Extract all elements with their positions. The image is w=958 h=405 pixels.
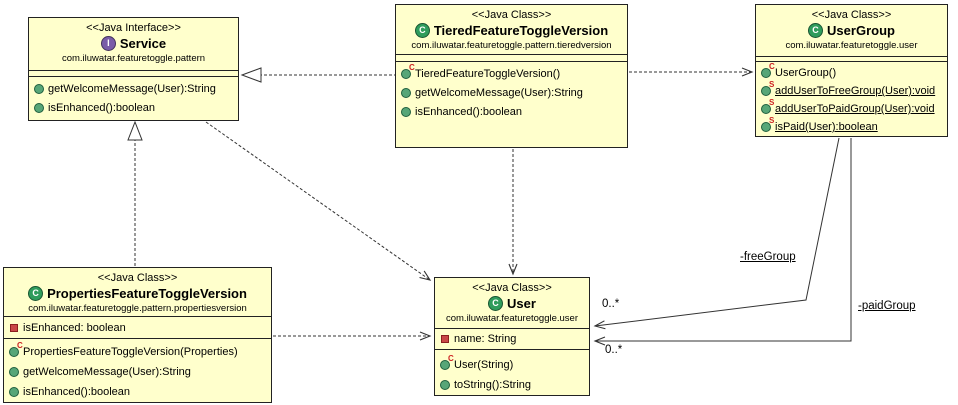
method-label: getWelcomeMessage(User):String <box>48 82 216 95</box>
method-label: addUserToPaidGroup(User):void <box>775 103 935 115</box>
constructor-row: C PropertiesFeatureToggleVersion(Propert… <box>4 341 271 362</box>
class-header: <<Java Interface>> I Service com.iluwata… <box>29 18 238 70</box>
private-field-icon <box>9 323 19 333</box>
method-icon <box>9 367 19 377</box>
static-method-row: S addUserToPaidGroup(User):void <box>756 98 947 118</box>
constructor-icon: C <box>440 354 454 370</box>
method-row: isEnhanced():boolean <box>29 98 238 117</box>
method-row: isEnhanced():boolean <box>4 382 271 402</box>
method-row: toString():String <box>435 375 589 395</box>
stereotype-label: <<Java Interface>> <box>86 22 181 34</box>
method-label: addUserToFreeGroup(User):void <box>775 85 936 97</box>
field-row: isEnhanced: boolean <box>4 322 271 334</box>
multiplicity-paidgroup: 0..* <box>605 344 623 356</box>
class-header: <<Java Class>> C TieredFeatureToggleVers… <box>396 5 627 54</box>
private-field-icon <box>440 334 450 344</box>
class-header: <<Java Class>> C User com.iluwatar.featu… <box>435 278 589 328</box>
class-box-tieredfeaturetoggleversion[interactable]: <<Java Class>> C TieredFeatureToggleVers… <box>395 4 628 148</box>
method-row: getWelcomeMessage(User):String <box>4 362 271 382</box>
method-label: PropertiesFeatureToggleVersion(Propertie… <box>23 346 238 358</box>
methods-compartment: C User(String) toString():String <box>435 349 589 395</box>
method-label: TieredFeatureToggleVersion() <box>415 67 561 80</box>
class-icon: C <box>28 286 44 301</box>
static-method-row: S addUserToFreeGroup(User):void <box>756 80 947 100</box>
class-icon: C <box>808 23 824 38</box>
edge-association-paidgroup <box>593 138 852 346</box>
stereotype-label: <<Java Class>> <box>472 282 552 294</box>
edge-association-freegroup <box>593 137 840 330</box>
class-name: UserGroup <box>827 23 895 38</box>
class-box-usergroup[interactable]: <<Java Class>> C UserGroup com.iluwatar.… <box>755 4 948 137</box>
method-label: toString():String <box>454 379 532 391</box>
multiplicity-freegroup: 0..* <box>602 298 620 310</box>
static-method-icon: S <box>761 98 774 114</box>
stereotype-label: <<Java Class>> <box>97 272 178 284</box>
methods-compartment: C TieredFeatureToggleVersion() getWelcom… <box>396 61 627 147</box>
class-box-user[interactable]: <<Java Class>> C User com.iluwatar.featu… <box>434 277 590 396</box>
association-role-freegroup: -freeGroup <box>740 251 796 263</box>
constructor-icon: C <box>9 341 23 357</box>
static-method-icon: S <box>761 116 774 132</box>
fields-compartment: isEnhanced: boolean <box>4 316 271 338</box>
method-icon <box>401 87 411 98</box>
method-label: getWelcomeMessage(User):String <box>23 366 191 378</box>
method-icon <box>401 106 411 117</box>
method-row: getWelcomeMessage(User):String <box>396 83 627 102</box>
methods-compartment: C PropertiesFeatureToggleVersion(Propert… <box>4 338 271 402</box>
constructor-row: C TieredFeatureToggleVersion() <box>396 63 627 83</box>
fields-compartment: name: String <box>435 327 589 349</box>
interface-icon: I <box>100 36 116 51</box>
method-icon <box>440 380 450 390</box>
method-row: getWelcomeMessage(User):String <box>29 79 238 98</box>
constructor-row: C UserGroup() <box>756 62 947 82</box>
class-icon: C <box>488 296 504 311</box>
package-label: com.iluwatar.featuretoggle.user <box>785 40 918 51</box>
class-name: TieredFeatureToggleVersion <box>433 23 609 38</box>
fields-compartment-empty <box>29 70 238 76</box>
static-method-icon: S <box>761 80 774 96</box>
package-label: com.iluwatar.featuretoggle.user <box>445 313 579 324</box>
method-icon <box>34 83 44 94</box>
class-box-service[interactable]: <<Java Interface>> I Service com.iluwata… <box>28 17 239 121</box>
method-label: UserGroup() <box>775 67 837 79</box>
method-row: isEnhanced():boolean <box>396 102 627 121</box>
package-label: com.iluwatar.featuretoggle.pattern.prope… <box>28 303 247 314</box>
fields-compartment-empty <box>756 56 947 61</box>
class-header: <<Java Class>> C PropertiesFeatureToggle… <box>4 268 271 316</box>
method-label: isEnhanced():boolean <box>48 101 156 114</box>
class-name: User <box>507 296 536 311</box>
method-icon <box>9 387 19 397</box>
method-label: User(String) <box>454 359 514 371</box>
package-label: com.iluwatar.featuretoggle.pattern <box>61 53 206 64</box>
method-icon <box>34 102 44 113</box>
field-row: name: String <box>435 333 589 345</box>
constructor-icon: C <box>761 62 775 78</box>
class-name: PropertiesFeatureToggleVersion <box>47 286 247 301</box>
class-box-propertiesfeaturetoggleversion[interactable]: <<Java Class>> C PropertiesFeatureToggle… <box>3 267 272 403</box>
class-name: Service <box>119 36 167 51</box>
field-label: name: String <box>454 332 517 345</box>
realization-triangle-icon <box>127 120 143 141</box>
package-label: com.iluwatar.featuretoggle.pattern.tiere… <box>411 40 612 51</box>
static-method-row: S isPaid(User):boolean <box>756 116 947 136</box>
method-label: isEnhanced():boolean <box>415 105 523 118</box>
method-label: isPaid(User):boolean <box>775 121 878 133</box>
constructor-row: C User(String) <box>435 354 589 375</box>
method-label: isEnhanced():boolean <box>23 386 131 398</box>
field-label: isEnhanced: boolean <box>23 321 126 334</box>
class-icon: C <box>414 23 430 38</box>
class-header: <<Java Class>> C UserGroup com.iluwatar.… <box>756 5 947 56</box>
fields-compartment-empty <box>396 54 627 61</box>
methods-compartment: C UserGroup() S addUserToFreeGroup(User)… <box>756 61 947 136</box>
method-label: getWelcomeMessage(User):String <box>415 86 583 99</box>
association-role-paidgroup: -paidGroup <box>858 300 916 312</box>
methods-compartment: getWelcomeMessage(User):String isEnhance… <box>29 76 238 120</box>
stereotype-label: <<Java Class>> <box>471 9 552 21</box>
constructor-icon: C <box>401 63 415 79</box>
stereotype-label: <<Java Class>> <box>811 9 892 21</box>
realization-triangle-icon <box>240 67 262 83</box>
